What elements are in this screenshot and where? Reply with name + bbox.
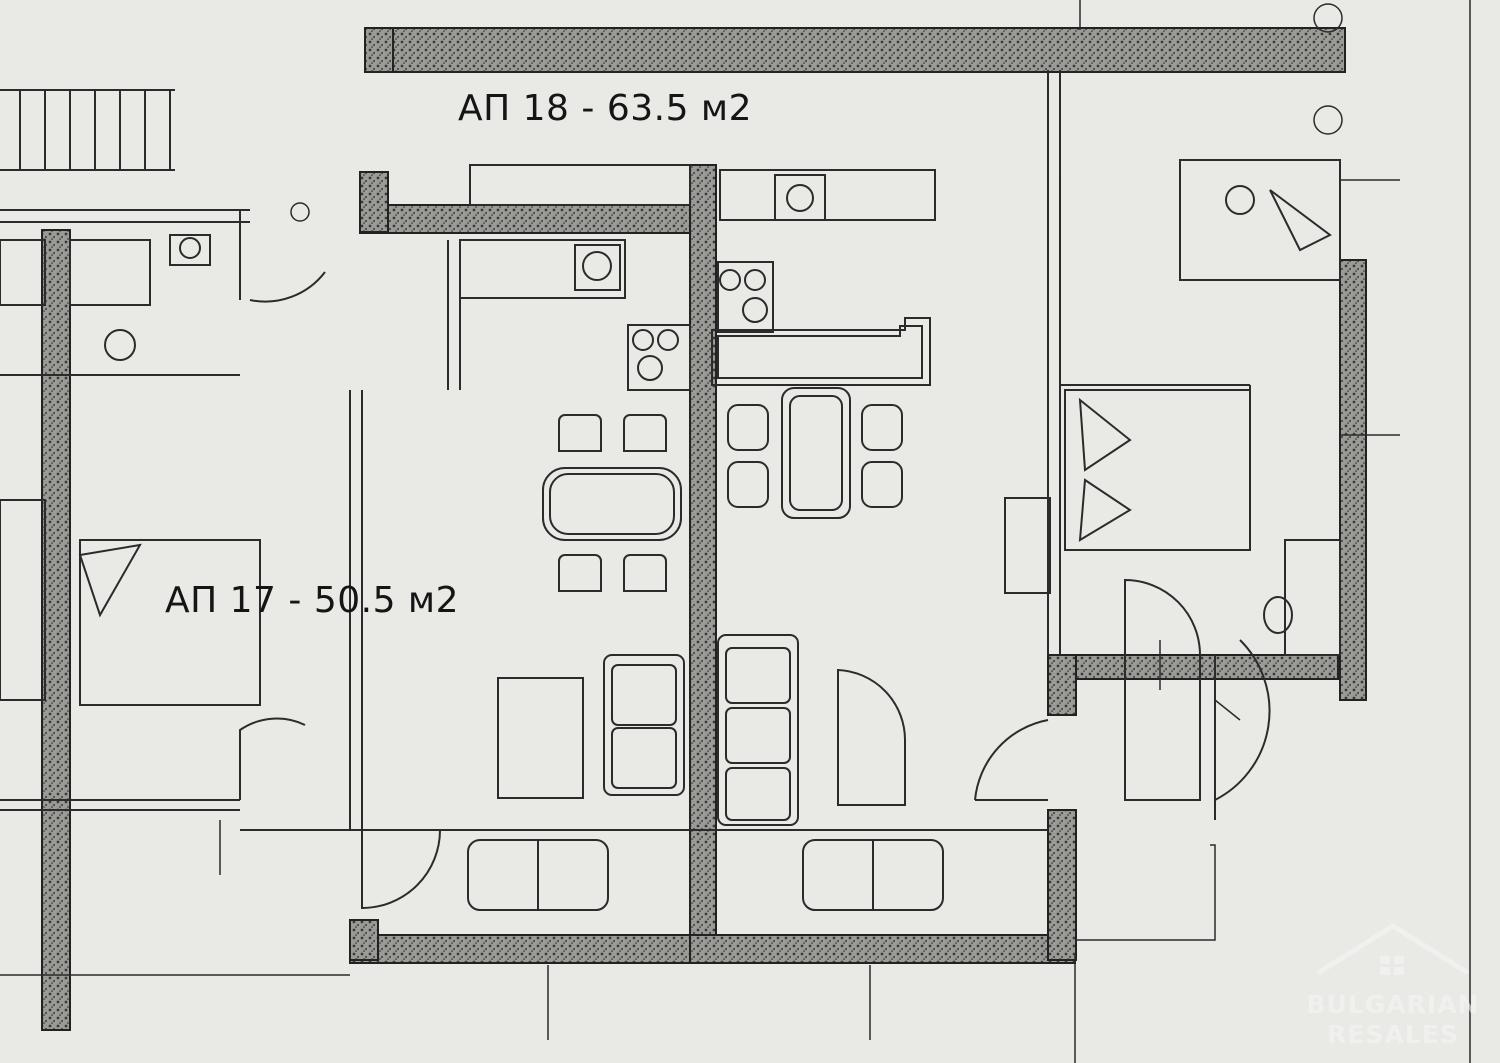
dining-table-ap18 xyxy=(727,387,903,519)
unit-label-ap18: АП 18 - 63.5 м2 xyxy=(458,88,752,129)
wall-top-left-stub xyxy=(364,27,394,73)
exterior-walls xyxy=(41,27,1367,1031)
window-markers xyxy=(219,0,1471,1063)
wall-bottom-right xyxy=(689,934,1076,964)
wall-bath-stub xyxy=(1047,654,1077,716)
bed-ap18 xyxy=(1004,389,1251,594)
sofa-ap17 xyxy=(603,654,685,796)
kitchen-ap18 xyxy=(711,169,936,386)
unit-label-ap17: АП 17 - 50.5 м2 xyxy=(165,580,459,621)
watermark-logo: BULGARIAN RESALES xyxy=(1298,918,1488,1058)
wall-right-lower xyxy=(1047,809,1077,961)
bathroom-ap18 xyxy=(1124,159,1341,801)
wall-kitchen-stub xyxy=(359,171,389,233)
watermark-text-line1: BULGARIAN xyxy=(1306,990,1480,1019)
sofa-ap18 xyxy=(717,634,799,826)
wall-bath-bottom xyxy=(1047,654,1339,680)
wall-left-vertical xyxy=(41,229,71,1031)
dining-table-ap17 xyxy=(542,414,682,592)
house-outline-icon xyxy=(1316,923,1470,976)
door-swings xyxy=(239,271,1271,910)
outline-lines xyxy=(0,844,1216,1063)
armchair-sofa-ap18-bottom xyxy=(802,839,944,911)
wall-kitchen-top xyxy=(359,204,691,234)
staircase xyxy=(0,89,175,171)
watermark-text-line2: RESALES xyxy=(1327,1020,1459,1049)
wall-bottom-left xyxy=(349,934,716,964)
bathroom-ap17 xyxy=(0,234,261,706)
kitchen-ap17 xyxy=(447,164,691,391)
tv-stand-ap18 xyxy=(837,668,907,806)
coffee-table-ap17 xyxy=(497,677,584,799)
wall-partition-center xyxy=(689,164,717,946)
wall-top-main xyxy=(364,27,1346,73)
armchair-sofa-ap17-bottom xyxy=(467,839,609,911)
wall-right-column xyxy=(1339,259,1367,701)
wall-bottom-left-stub xyxy=(349,919,379,961)
